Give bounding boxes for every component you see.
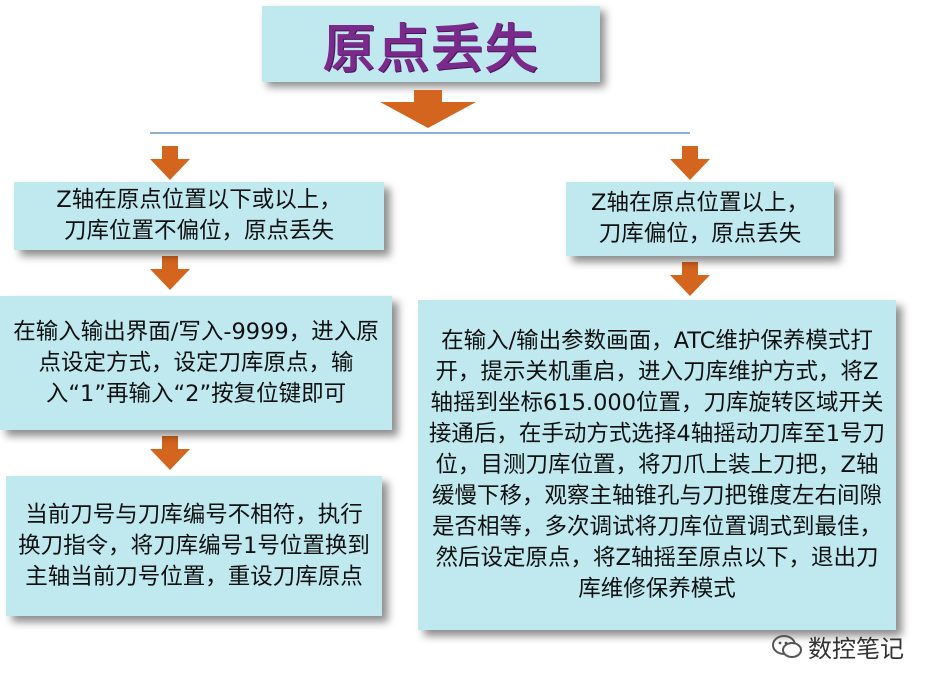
right-step1-text: 在输入/输出参数画面，ATC维护保养模式打开，提示关机重启，进入刀库维护方式，将… bbox=[428, 327, 886, 602]
watermark: 数控笔记 bbox=[772, 629, 904, 664]
arrow-down-icon bbox=[150, 146, 190, 180]
left-step1-text: 在输入输出界面/写入-9999，进入原点设定方式，设定刀库原点，输入“1”再输入… bbox=[13, 318, 379, 407]
left-step2-box: 当前刀号与刀库编号不相符，执行换刀指令，将刀库编号1号位置换到主轴当前刀号位置，… bbox=[6, 476, 382, 616]
right-condition-text: Z轴在原点位置以上， 刀库偏位，原点丢失 bbox=[591, 190, 809, 247]
right-condition-box: Z轴在原点位置以上， 刀库偏位，原点丢失 bbox=[566, 182, 834, 256]
arrow-down-icon bbox=[670, 262, 710, 296]
branch-line bbox=[150, 132, 690, 134]
left-condition-box: Z轴在原点位置以下或以上， 刀库位置不偏位，原点丢失 bbox=[14, 182, 384, 250]
arrow-down-icon bbox=[150, 436, 190, 470]
left-condition-text: Z轴在原点位置以下或以上， 刀库位置不偏位，原点丢失 bbox=[56, 187, 342, 244]
title-text: 原点丢失 bbox=[322, 19, 539, 80]
arrow-down-icon bbox=[670, 146, 710, 180]
left-step1-box: 在输入输出界面/写入-9999，进入原点设定方式，设定刀库原点，输入“1”再输入… bbox=[0, 296, 392, 430]
right-step1-box: 在输入/输出参数画面，ATC维护保养模式打开，提示关机重启，进入刀库维护方式，将… bbox=[418, 300, 896, 630]
left-step2-text: 当前刀号与刀库编号不相符，执行换刀指令，将刀库编号1号位置换到主轴当前刀号位置，… bbox=[18, 501, 370, 590]
arrow-down-icon bbox=[380, 90, 476, 128]
watermark-text: 数控笔记 bbox=[808, 635, 904, 663]
chat-bubble-icon bbox=[772, 634, 802, 658]
title-box: 原点丢失 bbox=[262, 6, 600, 82]
arrow-down-icon bbox=[150, 256, 190, 290]
